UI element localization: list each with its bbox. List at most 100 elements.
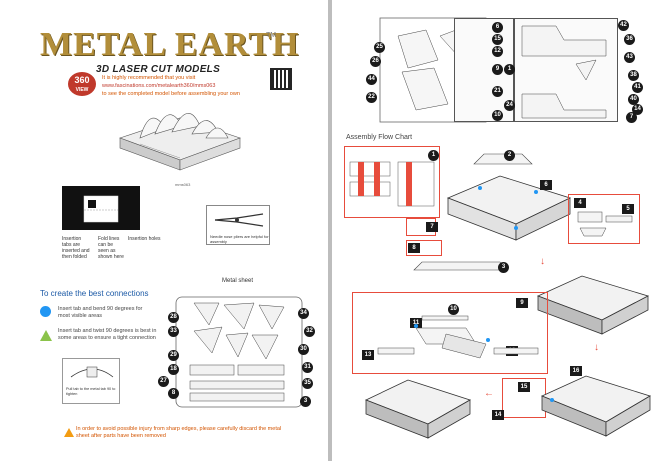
step-5-number: 5: [622, 204, 634, 214]
top-part-12: 12: [492, 46, 503, 57]
sheet-part-30: 30: [298, 344, 309, 355]
step-16-number: 16: [570, 366, 582, 376]
step-4-5-parts: [577, 211, 633, 237]
intro-url-link[interactable]: www.fascinations.com/metalearth360/mms06…: [102, 83, 216, 89]
pliers-icon: [214, 213, 264, 227]
main-assembly-drawing: [446, 175, 572, 241]
bottom-left-assembly-drawing: [364, 379, 471, 439]
top-part-24: 24: [504, 100, 515, 111]
step-1-number: 1: [428, 150, 439, 161]
step-4-number: 4: [574, 198, 586, 208]
view-360-badge[interactable]: 360 VIEW: [68, 72, 96, 96]
top-part-6: 6: [492, 22, 503, 33]
metal-sheet-title: Metal sheet: [222, 278, 254, 284]
arrow-down-icon-2: ↓: [594, 342, 599, 353]
badge-360-text: 360: [74, 75, 90, 85]
top-part-43: 43: [624, 52, 635, 63]
step-11-number: 11: [410, 318, 422, 328]
step-8-box: [406, 240, 442, 256]
model-id-label: mms063: [175, 182, 191, 187]
twist-90-instruction: Insert tab and twist 90 degrees is best …: [58, 328, 157, 341]
twist-note: Pull tab to the metal tab 90 to tighten: [66, 387, 116, 396]
arrow-down-icon: ↓: [540, 256, 545, 267]
sheet-part-27: 27: [158, 376, 169, 387]
logo-subtitle: 3D LASER CUT MODELS: [96, 64, 221, 75]
insertion-holes-label: Insertion holes: [128, 236, 161, 242]
pliers-tip-box: Needle nose pliers are helpful for assem…: [206, 205, 270, 245]
step-2-part: [473, 153, 533, 165]
assembly-flow-chart-title: Assembly Flow Chart: [346, 134, 413, 141]
step-1-box: [344, 146, 440, 218]
step-8-number: 8: [408, 243, 420, 253]
triangle-green-icon: [40, 330, 52, 341]
step-14-number: 14: [492, 410, 504, 420]
step-7-number: 7: [426, 222, 438, 232]
top-part-22: 22: [366, 92, 377, 103]
bottom-right-assembly-drawing: [540, 375, 651, 437]
badge-view-text: VIEW: [75, 87, 89, 93]
sheet-part-31: 31: [302, 362, 313, 373]
step-9-number: 9: [516, 298, 528, 308]
top-part-9: 9: [492, 64, 503, 75]
sheet-part-3: 3: [300, 396, 311, 407]
step-4-5-box: [568, 194, 640, 244]
step-10-12-box: [352, 292, 548, 374]
pliers-note: Needle nose pliers are helpful for assem…: [210, 234, 269, 244]
step-15-number: 15: [518, 382, 530, 392]
qr-code-icon[interactable]: [270, 68, 292, 90]
sheet-part-35: 35: [302, 378, 313, 389]
sheet-part-33: 33: [168, 326, 179, 337]
top-part-44: 44: [366, 74, 377, 85]
step-2-number: 2: [504, 150, 515, 161]
twist-detail-box: Pull tab to the metal tab 90 to tighten: [62, 358, 120, 404]
sheet-part-32: 32: [304, 326, 315, 337]
top-part-1: 1: [504, 64, 515, 75]
step-13-number: 13: [362, 350, 374, 360]
step-3-part: [413, 261, 507, 271]
warning-icon: [64, 428, 74, 437]
sheet-part-8: 8: [168, 388, 179, 399]
step-1-striped-parts: [349, 161, 435, 207]
sheet-part-29: 29: [168, 350, 179, 361]
twist-tab-drawing: [70, 366, 114, 378]
top-part-26: 26: [370, 56, 381, 67]
intro-line-3: to see the completed model before assemb…: [102, 91, 240, 97]
page-spine: [328, 0, 332, 461]
opera-house-illustration: [119, 113, 241, 171]
tab-detail-drawing: [83, 195, 119, 223]
sheet-part-28: 28: [168, 312, 179, 323]
top-part-14: 14: [632, 104, 643, 115]
right-instruction-page: 25 26 44 22 6 15 12 9 1 21 24 10 42 36 4…: [332, 0, 660, 461]
insertion-tabs-label: Insertion tabs are inserted and then fol…: [62, 236, 90, 260]
sharp-edges-warning: In order to avoid possible injury from s…: [76, 426, 282, 439]
dot-blue-icon: [40, 306, 51, 317]
top-part-41: 41: [632, 82, 643, 93]
top-part-40: 40: [628, 94, 639, 105]
top-part-21: 21: [492, 86, 503, 97]
best-connections-title: To create the best connections: [40, 289, 149, 298]
arrow-left-icon: ←: [484, 388, 494, 399]
step-3-number: 3: [498, 262, 509, 273]
sheet-part-34: 34: [298, 308, 309, 319]
left-instruction-page: METAL EARTH TM 3D LASER CUT MODELS 360 V…: [0, 0, 328, 461]
top-part-25: 25: [374, 42, 385, 53]
sheet-4-parts: [521, 25, 607, 119]
metal-earth-logo: METAL EARTH: [40, 26, 300, 63]
sheet-part-18: 18: [168, 364, 179, 375]
top-part-10: 10: [492, 110, 503, 121]
top-part-15: 15: [492, 34, 503, 45]
top-part-38: 38: [628, 70, 639, 81]
trademark-mark: TM: [266, 32, 277, 39]
step-10-13-parts: [377, 315, 539, 359]
intro-line-1: It is highly recommended that you visit: [102, 75, 196, 81]
fold-lines-label: Fold lines can be seen as shown here: [98, 236, 124, 260]
top-part-42: 42: [618, 20, 629, 31]
metal-sheet-diagram: [175, 296, 303, 408]
top-part-36: 36: [624, 34, 635, 45]
top-part-7: 7: [626, 112, 637, 123]
bend-90-instruction: Insert tab and bend 90 degrees for most …: [58, 306, 143, 319]
step-6-number: 6: [540, 180, 552, 190]
tab-detail-image: [62, 186, 140, 230]
step-9-assembly-drawing: [536, 275, 650, 335]
step-10-number: 10: [448, 304, 459, 315]
